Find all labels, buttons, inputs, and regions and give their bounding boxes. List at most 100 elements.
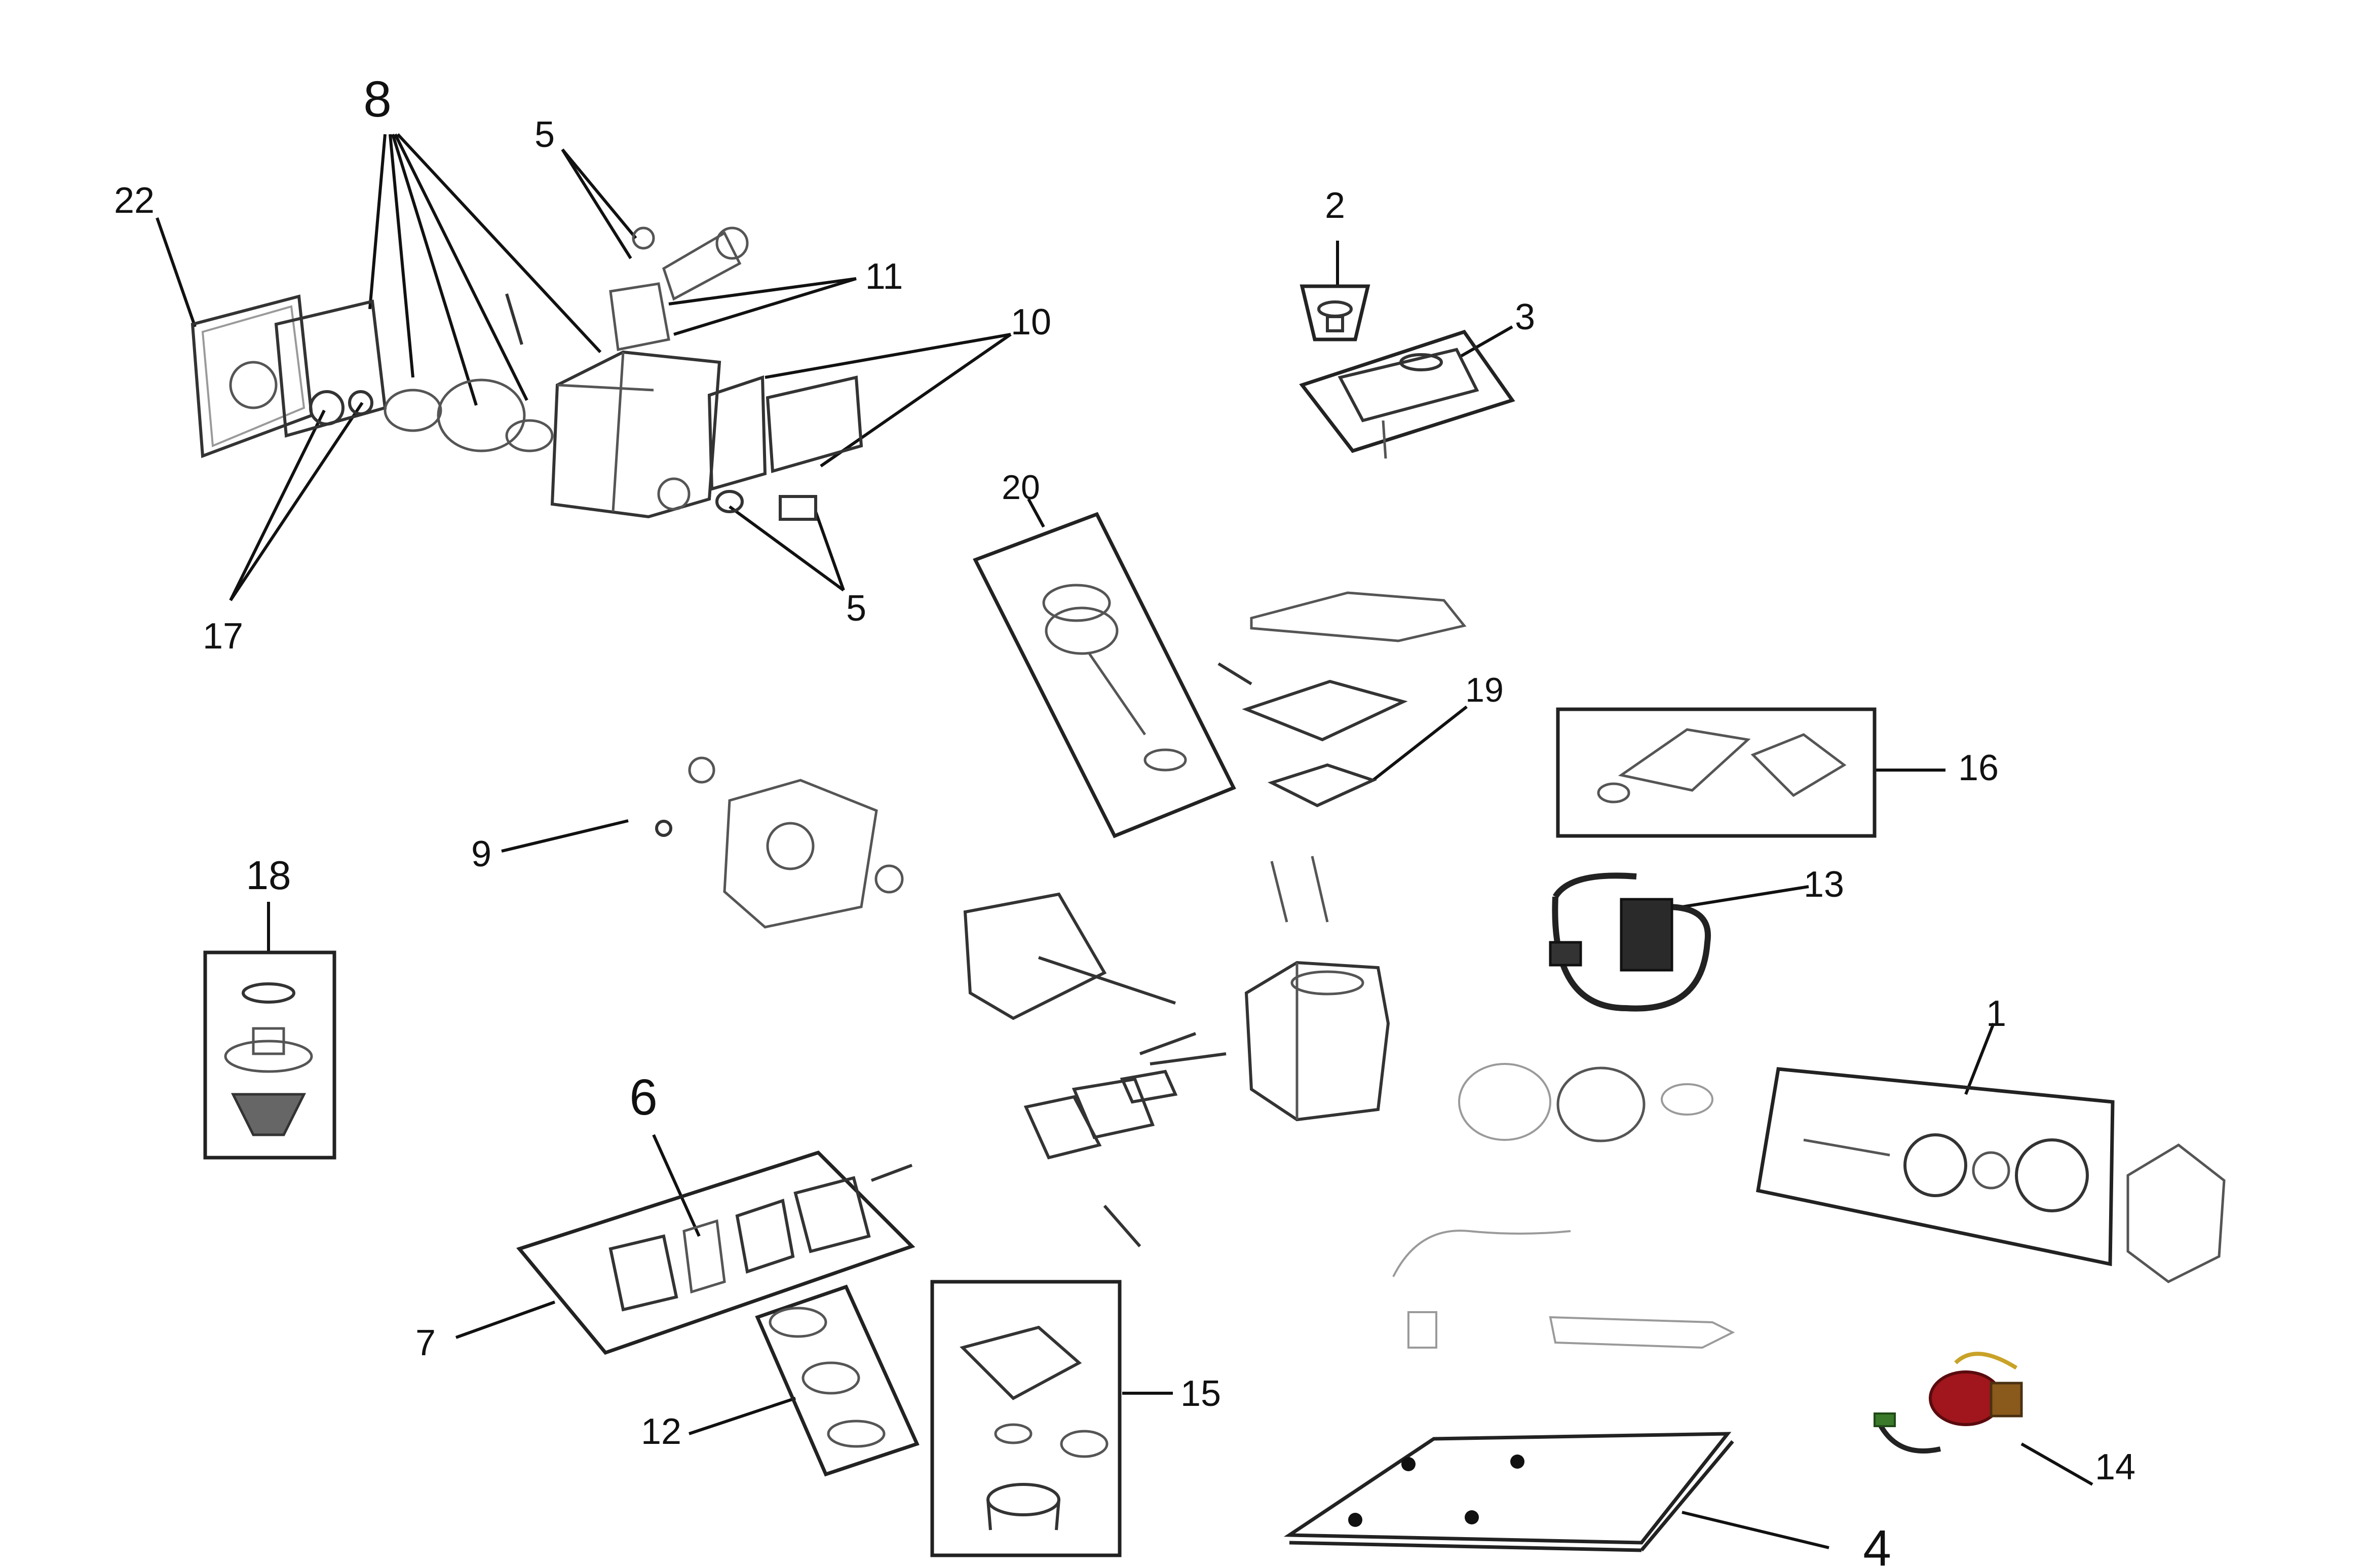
leader-10-1 [765,333,1011,379]
bearing-right-part [874,864,904,894]
leader-7 [455,1301,556,1339]
callout-5-top: 5 [535,114,555,155]
intake-plate-part-2 [1072,1077,1155,1139]
leader-9-b [389,134,414,378]
box-15 [930,1280,1122,1557]
leader-6 [652,1134,701,1237]
valve-part-2 [1311,856,1329,923]
box-20 [973,512,1236,838]
cover-gasket-part [707,375,767,491]
bearing-part [309,390,345,426]
callout-3: 3 [1515,297,1535,337]
leader-5a-2 [561,148,632,259]
leader-5b-1 [729,505,845,592]
governor-part [437,378,526,452]
box-3 [1299,329,1515,453]
callout-13: 13 [1804,864,1844,905]
ignition-coil-part [1549,872,1711,1012]
gasket-part [274,299,387,438]
leader-lines [156,133,2093,1549]
callout-1: 1 [1986,993,2006,1034]
gear-part [384,389,442,432]
leader-11-2 [673,277,857,336]
callout-4: 4 [1863,1520,1891,1568]
carburetor-part [960,1325,1109,1531]
stud-part [1139,1032,1197,1055]
spark-plug-part [1217,662,1252,685]
leader-12 [689,1397,796,1435]
valve-part [1270,861,1288,923]
callout-10: 10 [1011,302,1051,342]
group-boxes [203,284,2115,1557]
callout-12: 12 [641,1411,681,1452]
leader-13 [1682,885,1809,908]
fuel-tank-part [1338,348,1479,459]
callout-20: 20 [1002,468,1040,507]
leader-9-c [391,134,478,406]
callout-9: 8 [363,71,392,128]
leader-9-a [368,134,387,310]
wire-harness-part [1392,1230,1735,1349]
box-18 [203,950,336,1160]
leader-3 [1458,325,1513,359]
lever-part [1103,1205,1141,1247]
muffler-part [1597,728,1847,804]
callout-14: 14 [2095,1447,2135,1487]
crankshaft-part [1038,956,1176,1005]
leader-10-2 [820,333,1012,468]
leader-19 [1372,705,1468,782]
seal-8-part [655,820,672,837]
leader-11-1 [668,277,857,305]
leader-4 [1682,1511,1829,1549]
air-filter-part [608,1164,913,1312]
box-1 [1755,1067,2115,1267]
recoil-starter-part [1803,1133,2089,1212]
callout-6: 6 [629,1069,658,1126]
callout-16: 16 [1958,748,1999,788]
head-gasket-part [1268,763,1378,808]
leader-1 [1964,1022,1995,1095]
leader-17-2 [229,402,364,601]
leader-9-d [394,133,528,401]
ring-part [505,419,554,452]
starter-cup-part [1661,1083,1713,1116]
engine-block-part [1244,961,1390,1122]
callout-8: 9 [471,834,491,874]
stud-part-2 [1150,1052,1227,1065]
callout-19: 19 [1465,671,1504,709]
stop-switch-part [1874,1352,2023,1454]
cylinder-head-part [1242,679,1408,742]
leader-9-e [396,133,602,354]
callout-7: 7 [415,1323,436,1363]
parts [190,226,2226,1552]
leader-5a-1 [561,148,637,239]
sleeve-part [779,495,817,521]
bearing-left-part [688,756,715,784]
box-7 [516,1151,915,1355]
cover-part [766,375,863,473]
seal-part [715,490,744,513]
leader-17-1 [229,409,326,601]
intake-plate-part [1023,1095,1102,1160]
pin-part [505,293,523,345]
bearing-part-2 [348,390,373,415]
base-plate-part [1283,1432,1734,1552]
callout-15: 15 [1180,1373,1221,1414]
oil-cap-part [1317,300,1353,332]
crankcase-cover-part [723,779,878,929]
intake-plate-part-3 [1120,1069,1178,1104]
callout-17: 17 [203,616,243,657]
leader-20 [1027,498,1045,528]
callout-2: 2 [1325,185,1345,226]
air-cleaner-part [224,982,313,1136]
callout-22: 22 [114,180,155,221]
fan-part [1556,1066,1646,1142]
gearbox-housing-part [550,226,749,519]
gaskets-12-part [769,1307,886,1448]
crankcase-seal-part [766,822,815,870]
piston-group-part [1042,584,1187,772]
leader-22 [156,217,197,327]
box-16 [1556,707,1877,838]
leader-5b-2 [814,511,845,591]
